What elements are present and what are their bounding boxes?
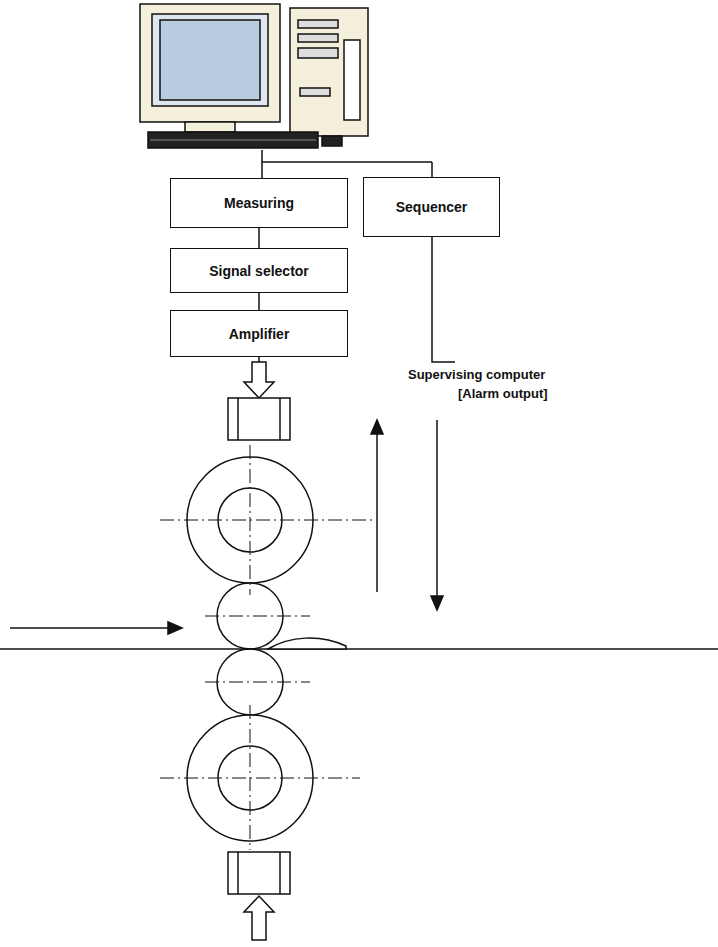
- signal-label: [Alarm output]: [458, 386, 548, 401]
- process-box: Amplifier: [170, 310, 348, 357]
- process-box: Signal selector: [170, 248, 348, 293]
- box-label: Measuring: [218, 195, 300, 211]
- box-label: Amplifier: [223, 326, 296, 342]
- signal-label: Supervising computer: [408, 367, 545, 382]
- box-label: Sequencer: [390, 199, 474, 215]
- process-box: Measuring: [170, 178, 348, 228]
- box-label: Signal selector: [203, 263, 315, 279]
- signal-wire: [258, 293, 260, 310]
- signal-wire: [258, 228, 260, 248]
- process-box: Sequencer: [363, 177, 500, 237]
